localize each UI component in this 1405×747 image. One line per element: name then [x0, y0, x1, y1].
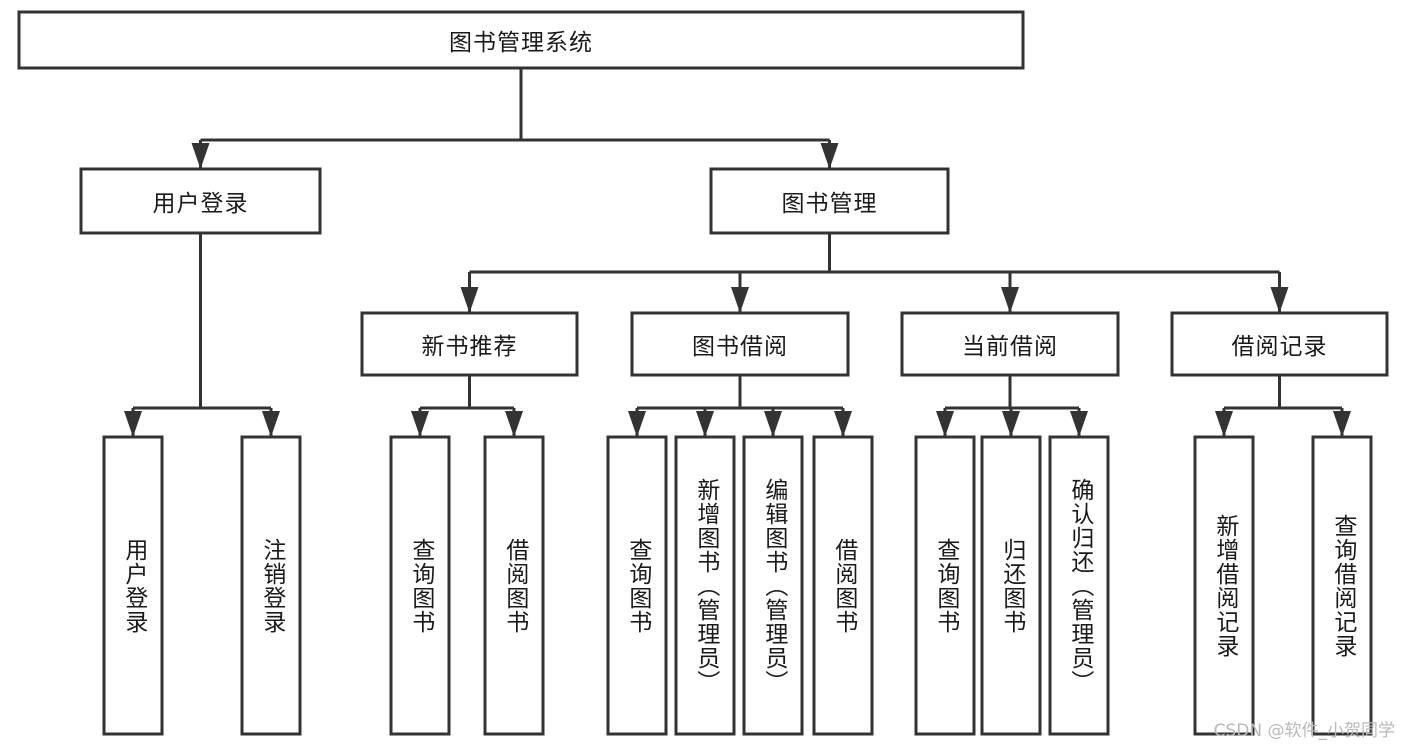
leaf-box-12[interactable] — [1311, 435, 1373, 736]
level3-3-to-leaves-arrowhead-1 — [1333, 411, 1351, 437]
leaf-box-10[interactable] — [1048, 435, 1110, 736]
level3-box-1[interactable] — [630, 311, 850, 377]
node-box-layer — [17, 10, 1389, 736]
level3-1-to-leaves-arrowhead-3 — [834, 411, 852, 437]
leaf-box-1[interactable] — [240, 435, 302, 736]
leaf-box-11[interactable] — [1193, 435, 1255, 736]
level2-box-1[interactable] — [709, 167, 950, 235]
level3-2-to-leaves-arrowhead-0 — [936, 411, 954, 437]
book-mgmt-to-level3-arrowhead-3 — [1270, 287, 1289, 313]
leaf-box-5[interactable] — [674, 435, 736, 736]
level3-box-0[interactable] — [360, 311, 579, 377]
leaf-box-9[interactable] — [980, 435, 1042, 736]
root-box-0[interactable] — [17, 10, 1025, 70]
level2-box-0[interactable] — [79, 167, 322, 235]
connector-layer — [124, 68, 1351, 437]
level3-box-3[interactable] — [1170, 311, 1389, 377]
level3-0-to-leaves-arrowhead-0 — [411, 411, 429, 437]
leaf-box-7[interactable] — [812, 435, 874, 736]
leaf-box-6[interactable] — [742, 435, 804, 736]
level3-1-to-leaves-arrowhead-1 — [696, 411, 714, 437]
leaf-box-2[interactable] — [389, 435, 451, 736]
level3-2-to-leaves-arrowhead-2 — [1070, 411, 1088, 437]
book-mgmt-to-level3-arrowhead-0 — [460, 287, 479, 313]
user-login-to-leaves-arrowhead-0 — [124, 411, 142, 437]
leaf-box-0[interactable] — [102, 435, 164, 736]
book-mgmt-to-level3-arrowhead-1 — [731, 287, 749, 313]
user-login-to-leaves-arrowhead-1 — [262, 411, 280, 437]
leaf-box-3[interactable] — [483, 435, 545, 736]
level3-2-to-leaves-arrowhead-1 — [1002, 411, 1020, 437]
level3-1-to-leaves-arrowhead-0 — [628, 411, 646, 437]
level3-3-to-leaves-arrowhead-0 — [1215, 411, 1233, 437]
leaf-box-8[interactable] — [914, 435, 976, 736]
level3-0-to-leaves-arrowhead-1 — [505, 411, 523, 437]
leaf-box-4[interactable] — [606, 435, 668, 736]
book-mgmt-to-level3-arrowhead-2 — [1001, 287, 1019, 313]
level3-box-2[interactable] — [900, 311, 1120, 377]
root-to-level2-arrowhead-0 — [191, 143, 210, 169]
root-to-level2-arrowhead-1 — [820, 143, 839, 169]
level3-1-to-leaves-arrowhead-2 — [764, 411, 782, 437]
